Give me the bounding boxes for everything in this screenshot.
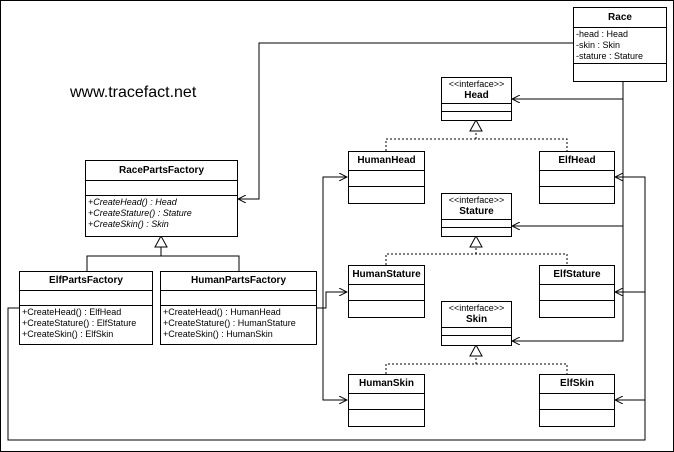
interface-head-stereotype: <<interface>> <box>448 79 505 89</box>
interface-skin-attributes <box>442 328 511 336</box>
interface-stature-name: Stature <box>459 206 494 217</box>
class-humanpartsfactory-attributes <box>161 291 316 306</box>
class-humanstature-header: HumanStature <box>349 266 424 285</box>
interface-skin-name: Skin <box>465 314 488 325</box>
elfpartsfactory-op-createskin: +CreateSkin() : ElfSkin <box>22 329 114 339</box>
factory-generalization-triangle <box>154 234 168 248</box>
class-racepartsfactory: RacePartsFactory +CreateHead() : Head +C… <box>85 160 238 237</box>
human-factory-to-humanhead <box>317 177 347 309</box>
race-to-head-association <box>512 81 624 99</box>
elf-factory-to-elf-products <box>7 177 646 441</box>
stature-realization <box>385 247 568 265</box>
humanpartsfactory-op-createhead: +CreateHead() : HumanHead <box>163 307 281 317</box>
class-race-attributes: -head : Head -skin : Skin -stature : Sta… <box>574 28 666 64</box>
class-humanskin-name: HumanSkin <box>358 378 414 389</box>
humanpartsfactory-op-createskin: +CreateSkin() : HumanSkin <box>163 329 273 339</box>
class-elfskin-header: ElfSkin <box>540 375 614 394</box>
class-racepartsfactory-attributes <box>86 181 237 196</box>
interface-stature-attributes <box>442 220 511 228</box>
interface-stature: <<interface>> Stature <box>441 193 512 237</box>
class-elfstature-attributes <box>540 285 614 301</box>
stature-realization-triangle <box>469 234 483 248</box>
class-elfpartsfactory: ElfPartsFactory +CreateHead() : ElfHead … <box>19 271 153 345</box>
class-elfskin-attributes <box>540 394 614 410</box>
class-humanskin: HumanSkin <box>348 374 425 427</box>
human-factory-to-humanstature <box>317 292 347 309</box>
interface-skin: <<interface>> Skin <box>441 301 512 346</box>
head-realization <box>385 131 568 151</box>
class-elfpartsfactory-name: ElfPartsFactory <box>49 275 123 286</box>
interface-head-attributes <box>442 104 511 112</box>
interface-head-name: Head <box>464 90 489 101</box>
racepartsfactory-op-createstature: +CreateStature() : Stature <box>88 208 192 218</box>
skin-realization-triangle <box>469 343 483 357</box>
class-humanpartsfactory-operations: +CreateHead() : HumanHead +CreateStature… <box>161 306 316 340</box>
class-elfpartsfactory-header: ElfPartsFactory <box>20 272 152 291</box>
interface-head-header: <<interface>> Head <box>442 78 511 104</box>
class-elfpartsfactory-attributes <box>20 291 152 306</box>
class-humanstature-name: HumanStature <box>352 269 421 280</box>
race-to-skin-association <box>512 226 624 341</box>
race-attr-head: -head : Head <box>576 29 629 39</box>
class-racepartsfactory-operations: +CreateHead() : Head +CreateStature() : … <box>86 196 237 230</box>
interface-skin-header: <<interface>> Skin <box>442 302 511 328</box>
racepartsfactory-op-createskin: +CreateSkin() : Skin <box>88 219 169 229</box>
class-humanhead-attributes <box>349 171 424 187</box>
class-humanpartsfactory-name: HumanPartsFactory <box>190 275 287 286</box>
class-elfhead-attributes <box>540 171 614 187</box>
elfpartsfactory-op-createstature: +CreateStature() : ElfStature <box>22 318 137 328</box>
class-elfstature-header: ElfStature <box>540 266 614 285</box>
class-elfskin-name: ElfSkin <box>560 378 594 389</box>
class-race-name: Race <box>608 11 632 23</box>
class-humanhead-header: HumanHead <box>349 152 424 171</box>
class-race: Race -head : Head -skin : Skin -stature … <box>573 7 667 82</box>
class-humanpartsfactory-header: HumanPartsFactory <box>161 272 316 291</box>
class-elfhead-header: ElfHead <box>540 152 614 171</box>
class-humanskin-attributes <box>349 394 424 410</box>
factory-generalization <box>86 247 240 271</box>
class-racepartsfactory-name: RacePartsFactory <box>118 164 205 176</box>
humanpartsfactory-op-createstature: +CreateStature() : HumanStature <box>163 318 296 328</box>
skin-realization <box>385 356 568 374</box>
race-to-factory-association <box>238 42 573 199</box>
interface-head: <<interface>> Head <box>441 77 512 121</box>
interface-stature-stereotype: <<interface>> <box>448 195 505 205</box>
racepartsfactory-op-createhead: +CreateHead() : Head <box>88 197 177 207</box>
class-elfhead-name: ElfHead <box>558 155 596 166</box>
elfpartsfactory-op-createhead: +CreateHead() : ElfHead <box>22 307 122 317</box>
human-factory-to-humanskin <box>322 308 347 400</box>
class-elfstature-name: ElfStature <box>553 269 601 280</box>
class-humanskin-header: HumanSkin <box>349 375 424 394</box>
race-attr-stature: -stature : Stature <box>576 51 644 61</box>
class-humanstature-attributes <box>349 285 424 301</box>
class-humanhead: HumanHead <box>348 151 425 204</box>
class-humanstature: HumanStature <box>348 265 425 318</box>
class-humanpartsfactory: HumanPartsFactory +CreateHead() : HumanH… <box>160 271 317 345</box>
watermark-text: www.tracefact.net <box>70 84 197 101</box>
class-race-header: Race <box>574 8 666 28</box>
class-humanhead-name: HumanHead <box>357 155 416 166</box>
interface-stature-header: <<interface>> Stature <box>442 194 511 220</box>
head-realization-triangle <box>469 118 483 132</box>
class-elfhead: ElfHead <box>539 151 615 204</box>
race-attr-skin: -skin : Skin <box>576 40 621 50</box>
interface-skin-stereotype: <<interface>> <box>448 303 505 313</box>
class-elfstature: ElfStature <box>539 265 615 318</box>
class-elfpartsfactory-operations: +CreateHead() : ElfHead +CreateStature()… <box>20 306 152 340</box>
class-racepartsfactory-header: RacePartsFactory <box>86 161 237 181</box>
class-elfskin: ElfSkin <box>539 374 615 427</box>
